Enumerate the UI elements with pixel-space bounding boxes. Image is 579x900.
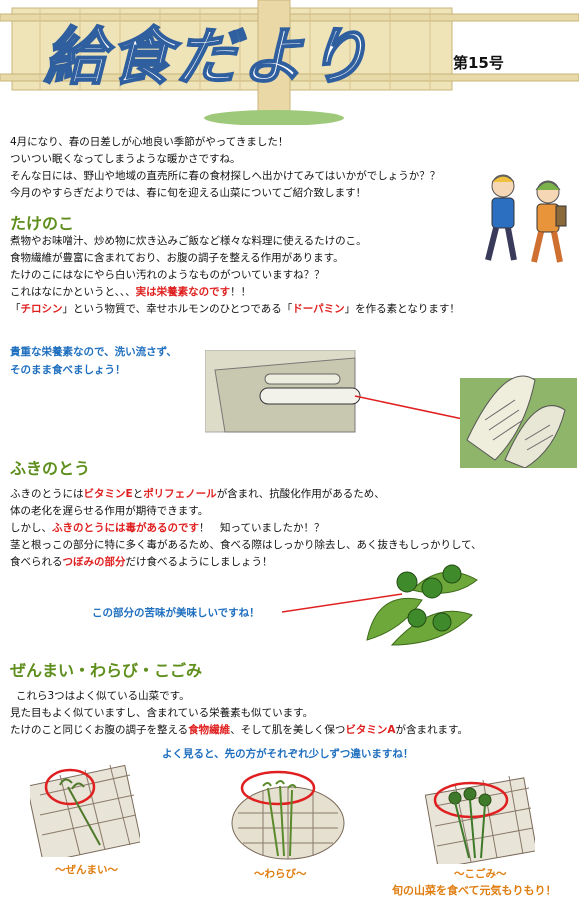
- intro-line-4: 今月のやすらぎだよりでは、春に旬を迎える山菜についてご紹介致します！: [10, 187, 367, 199]
- intro-line-3: そんな日には、野山や地域の直売所に春の食材探しへ出かけてみてはいかがでしょうか？…: [10, 170, 441, 182]
- text-span: たけのこと同じくお腹の調子を整える: [10, 724, 189, 736]
- text-span: 」という物質で、幸せホルモンのひとつである「: [62, 303, 293, 315]
- fukinoto-note: この部分の苦味が美味しいですね！: [92, 607, 260, 619]
- intro-line-2: ついつい眠くなってしまうような暖かさですね。: [10, 153, 241, 165]
- text-span: これはなにかというと、、、: [10, 286, 136, 298]
- fukinoto-line-3: しかし、ふきのとうには毒があるのです！ 知っていましたか！？: [10, 520, 324, 538]
- zenmai-line-3: たけのこと同じくお腹の調子を整える食物繊維、そして肌を美しく保つビタミンAが含ま…: [10, 722, 468, 740]
- highlight-dopamine: ドーパミン: [292, 303, 345, 315]
- takenoko-line-4: これはなにかというと、、、実は栄養素なのです！！: [10, 284, 251, 302]
- takenoko-line-5: 「チロシン」という物質で、幸せホルモンのひとつである「ドーパミン」を作る素となり…: [10, 301, 460, 319]
- highlight-bud: つぼみの部分: [62, 556, 126, 568]
- text-span: だけ食べるようにしましょう！: [125, 556, 273, 568]
- highlight-tyrosine: チロシン: [20, 303, 63, 315]
- takenoko-note-1: 貴重な栄養素なので、洗い流さず、: [10, 346, 177, 358]
- highlight-polyphenol: ポリフェノール: [143, 488, 217, 500]
- intro-line-1: 4月になり、春の日差しが心地良い季節がやってきました！: [10, 136, 289, 148]
- text-span: が含まれ、抗酸化作用があるため、: [216, 488, 385, 500]
- takenoko-line-2: 食物繊維が豊富に含まれており、お腹の調子を整える作用があります。: [10, 252, 344, 264]
- highlight-nutrient: 実は栄養素なのです: [135, 286, 231, 298]
- warabi-illustration-icon: [231, 770, 345, 860]
- text-span: しかし、: [10, 522, 52, 534]
- fukinoto-line-4: 茎と根っこの部分に特に多く毒があるため、食べる際はしっかり除去し、あく抜きもしっ…: [10, 539, 482, 551]
- fukinoto-illustration-icon: [282, 564, 478, 646]
- kogomi-illustration-icon: [425, 775, 535, 864]
- caption-kogomi: ～こごみ～: [454, 868, 507, 880]
- highlight-fiber: 食物繊維: [188, 724, 231, 736]
- text-span: と: [132, 488, 144, 500]
- highlight-poison: ふきのとうには毒があるのです: [52, 522, 199, 534]
- takenoko-note-2: そのまま食べましょう！: [10, 364, 126, 376]
- section-heading-zenmai: ぜんまい・わらび・こごみ: [10, 661, 203, 680]
- newsletter-title: 給食だより: [43, 19, 373, 94]
- highlight-vitamin-a: ビタミンA: [345, 724, 396, 736]
- caption-warabi: ～わらび～: [254, 868, 307, 880]
- caption-zenmai: ～ぜんまい～: [55, 864, 118, 876]
- section-heading-takenoko: たけのこ: [10, 214, 75, 233]
- bamboo-shoot-illustration-icon: [205, 350, 577, 468]
- text-span: ！ 知っていましたか！？: [199, 522, 325, 534]
- highlight-vitamin-e: ビタミンE: [83, 488, 133, 500]
- zenmai-illustration-icon: [30, 765, 140, 857]
- text-span: が含まれます。: [395, 724, 468, 736]
- text-span: 「: [10, 303, 21, 315]
- text-span: ふきのとうには: [10, 488, 84, 500]
- text-span: 」を作る素となります！: [344, 303, 460, 315]
- text-span: 食べられる: [10, 556, 63, 568]
- text-span: 、そして肌を美しく保つ: [230, 724, 346, 736]
- footer-message: 旬の山菜を食べて元気もりもり！: [392, 884, 557, 897]
- zenmai-line-2: 見た目もよく似ていますし、含まれている栄養素も似ています。: [10, 707, 314, 719]
- fukinoto-line-1: ふきのとうにはビタミンEとポリフェノールが含まれ、抗酸化作用があるため、: [10, 486, 385, 504]
- zenmai-note: よく見ると、先の方がそれぞれ少しずつ違いますね！: [162, 748, 414, 760]
- zenmai-line-1: これら3つはよく似ている山菜です。: [16, 690, 190, 702]
- wooden-signboard-icon: [0, 0, 579, 125]
- text-span: ！！: [230, 286, 252, 298]
- fukinoto-line-5: 食べられるつぼみの部分だけ食べるようにしましょう！: [10, 554, 273, 572]
- fukinoto-line-2: 体の老化を遅らせる作用が期待できます。: [10, 505, 209, 517]
- hikers-illustration-icon: [485, 174, 567, 263]
- takenoko-line-1: 煮物やお味噌汁、炒め物に炊き込みご飯など様々な料理に使えるたけのこ。: [10, 235, 367, 247]
- takenoko-line-3: たけのこにはなにやら白い汚れのようなものがついていますね？？: [10, 269, 325, 281]
- section-heading-fukinoto: ふきのとう: [10, 459, 91, 478]
- header: 給食だより 第15号: [0, 0, 579, 125]
- issue-number: 第15号: [453, 54, 504, 72]
